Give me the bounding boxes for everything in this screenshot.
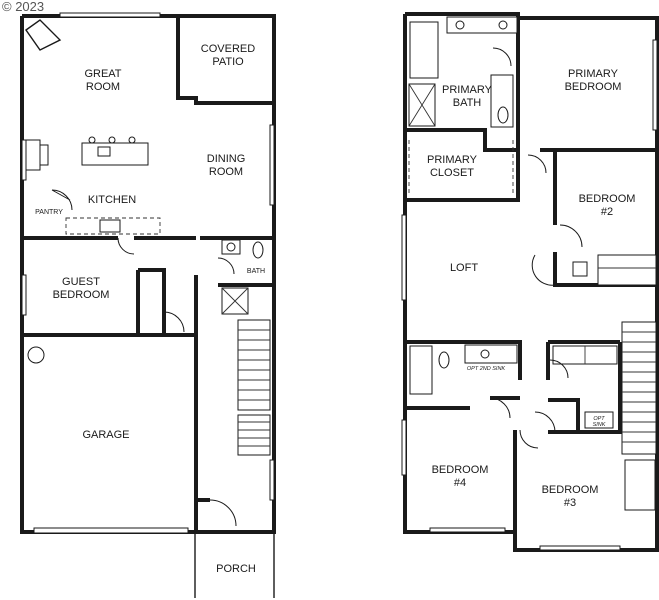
first-floor-stairs [237,319,271,456]
primary-bath-south-wall [405,128,518,152]
second-floor-plan: OPT 2ND SINK OPT SINK PRIMARY BATH PRIMA… [401,12,659,552]
bedroom-2-closet [597,254,657,286]
kitchen-window [21,139,27,181]
porch-label: PORCH [216,563,256,575]
primary-shower-x [408,83,436,127]
dining-room-label: ROOM [209,166,243,178]
water-heater [27,346,45,364]
covered-patio-label: PATIO [212,56,244,68]
bedroom-3-label: BEDROOM [542,484,599,496]
bar-stool [128,136,136,144]
front-door-swing [209,499,237,527]
guest-door-swing [117,237,135,255]
opt-2nd-sink-label: OPT 2ND SINK [467,366,506,372]
primary-closet-label: CLOSET [430,167,474,179]
guest-closet-wall [136,268,166,335]
opt-sink-label: OPT [593,416,605,422]
bedroom-4-door-swing [519,429,539,449]
bath-2-door-swing [549,359,569,379]
primary-bath-label: PRIMARY [442,84,493,96]
primary-bedroom-door-swing [527,154,547,174]
range [99,219,121,233]
closet-shelf [408,140,514,196]
bar-stool [88,136,96,144]
bedroom-3-south-window [539,545,621,551]
primary-bedroom-window [652,39,658,131]
bath-door-swing [217,257,235,275]
great-room-label: GREAT [84,68,121,80]
bedroom-3-door-swing [534,411,556,433]
primary-tub [409,21,439,79]
garage-label: GARAGE [82,429,129,441]
hall-sink [480,349,490,359]
primary-closet-label: PRIMARY [427,154,478,166]
guest-bedroom-label: GUEST [62,276,100,288]
hall-bath-door-swing [489,397,511,419]
garage-side-window [269,459,275,501]
bedroom-4-window [401,419,407,476]
great-room-window [59,12,161,18]
garage-door [33,527,189,534]
hall-toilet [438,351,450,369]
great-room-label: ROOM [86,81,120,93]
fireplace [25,19,62,51]
hall-vanity [464,344,518,364]
patio-wall [178,14,276,103]
hall-tub [409,345,433,395]
bedroom-3-label: #3 [564,497,576,509]
bedroom-2-door-swing [559,224,583,248]
porch-outline [194,532,275,598]
loft-window [401,214,407,301]
loft-arc [531,254,556,286]
bath-2-wall [546,342,580,432]
loft-south-wall [405,340,620,380]
dining-window [269,124,275,206]
kitchen-label: KITCHEN [88,194,136,206]
guest-window [21,274,27,316]
dining-room-label: DINING [207,153,246,165]
pantry-door [39,144,49,166]
toilet [252,241,264,259]
first-floor-plan: GREAT ROOM COVERED PATIO DINING ROOM KIT… [20,12,276,598]
refrigerator [25,139,41,171]
bath-label: BATH [247,268,265,275]
primary-bedroom-label: BEDROOM [565,81,622,93]
copyright-text: © 2023 [2,0,44,14]
primary-vanity [446,16,518,34]
kitchen-sink [97,146,111,157]
bedroom-2-label: #2 [601,206,613,218]
kitchen-island [81,142,149,166]
garage-entry-door-swing [163,311,185,333]
bedroom-4-label: BEDROOM [432,464,489,476]
bath-sink-bowl [226,242,236,252]
primary-closet-south-wall [405,150,520,202]
pantry-label: PANTRY [35,209,63,216]
covered-patio-label: COVERED [201,43,255,55]
primary-bath-door-swing [492,47,512,67]
hall-bath-south-wall [405,396,520,410]
bedroom-2-furniture [572,261,588,277]
primary-bedroom-label: PRIMARY [568,68,619,80]
guest-bedroom-label: BEDROOM [53,289,110,301]
bedroom-3-closet [624,459,656,511]
shower-x [221,287,249,315]
first-floor-exterior-wall [20,14,276,534]
pantry-door-swing [51,189,73,211]
vanity-sink [455,20,465,30]
second-floor-stairs [621,321,657,455]
primary-bath-label: BATH [453,97,482,109]
bedroom-4-label: #4 [454,477,466,489]
loft-label: LOFT [450,262,478,274]
bedroom-3-north-wall [548,342,622,434]
primary-toilet [497,106,509,124]
bedroom-2-label: BEDROOM [579,193,636,205]
bedroom-4-south-window [429,527,506,533]
opt-sink-label: SINK [593,422,606,428]
vanity-sink [498,20,508,30]
opt-sink-box [584,411,614,429]
bar-stool [108,136,116,144]
